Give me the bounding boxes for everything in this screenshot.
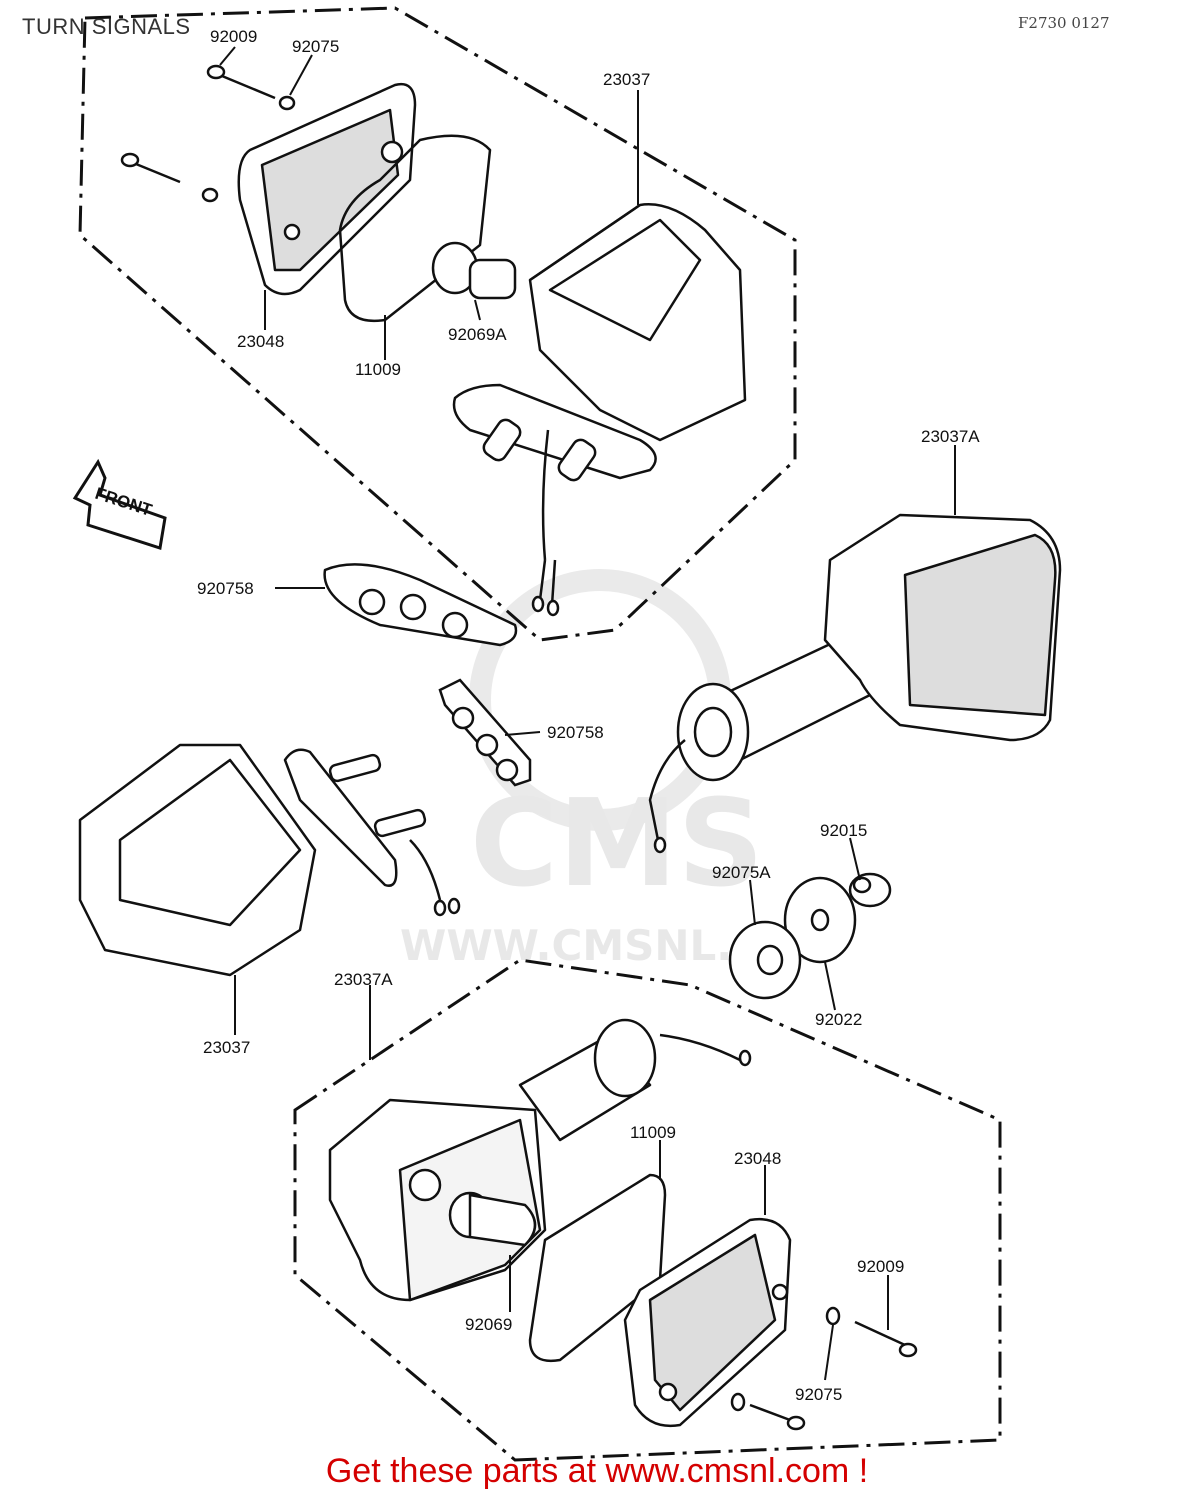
gasket-11009-upper — [338, 134, 492, 323]
label-92075-top: 92075 — [292, 37, 339, 56]
diagram-code: F2730 0127 — [1018, 14, 1110, 32]
label-23037-left: 23037 — [203, 1038, 250, 1057]
label-92022: 92022 — [815, 1010, 862, 1029]
watermark-brand: CMS — [470, 775, 764, 914]
screw-92009-lower — [749, 1320, 918, 1431]
label-92075-bottom: 92075 — [795, 1385, 842, 1404]
label-92069: 92069 — [465, 1315, 512, 1334]
screw-92009-upper — [120, 64, 276, 184]
cms-watermark: CMS WWW.CMSNL.COM — [400, 569, 841, 970]
footer-promo-link[interactable]: Get these parts at www.cmsnl.com ! — [325, 1452, 869, 1490]
washer-92075-lower — [730, 1306, 841, 1412]
label-23048-bottom: 23048 — [734, 1149, 781, 1168]
label-92015: 92015 — [820, 821, 867, 840]
label-23037A-right: 23037A — [921, 427, 980, 446]
diagram-title: TURN SIGNALS — [22, 14, 191, 39]
lens-23048-lower — [623, 1217, 792, 1428]
housing-23037A-lower — [328, 1018, 752, 1302]
label-92075B-upper: 920758 — [197, 579, 254, 598]
lower-assembly-boundary — [293, 958, 1002, 1462]
bulb-92069A — [431, 241, 517, 300]
turn-signal-23037A-right — [648, 513, 1062, 854]
label-11009-bottom: 11009 — [630, 1123, 676, 1142]
label-92075A: 92075A — [712, 863, 771, 882]
label-23037A-bottom: 23037A — [334, 970, 393, 989]
grommet-92075B-upper — [323, 563, 518, 647]
washer-92022 — [783, 876, 857, 964]
washer-92075-upper — [201, 95, 296, 203]
label-23048-top: 23048 — [237, 332, 284, 351]
label-92075B-lower: 920758 — [547, 723, 604, 742]
grommet-92075B-lower — [438, 678, 532, 787]
lens-23048-upper — [237, 82, 417, 296]
turn-signal-23037-left — [78, 743, 461, 977]
label-92009-bottom: 92009 — [857, 1257, 904, 1276]
front-direction-arrow: FRONT — [72, 458, 167, 550]
part-number-labels: 92009 92075 23037 23048 11009 92069A 230… — [197, 27, 980, 1404]
upper-assembly-boundary — [78, 6, 797, 642]
label-11009-top: 11009 — [355, 360, 401, 379]
housing-23037-upper — [452, 203, 747, 617]
nut-92015 — [848, 872, 892, 908]
bulb-92069 — [448, 1191, 537, 1247]
spacer-92075A — [728, 920, 802, 1000]
label-23037-top: 23037 — [603, 70, 650, 89]
label-92009-top: 92009 — [210, 27, 257, 46]
label-92069A: 92069A — [448, 325, 507, 344]
leader-lines — [219, 46, 956, 1381]
